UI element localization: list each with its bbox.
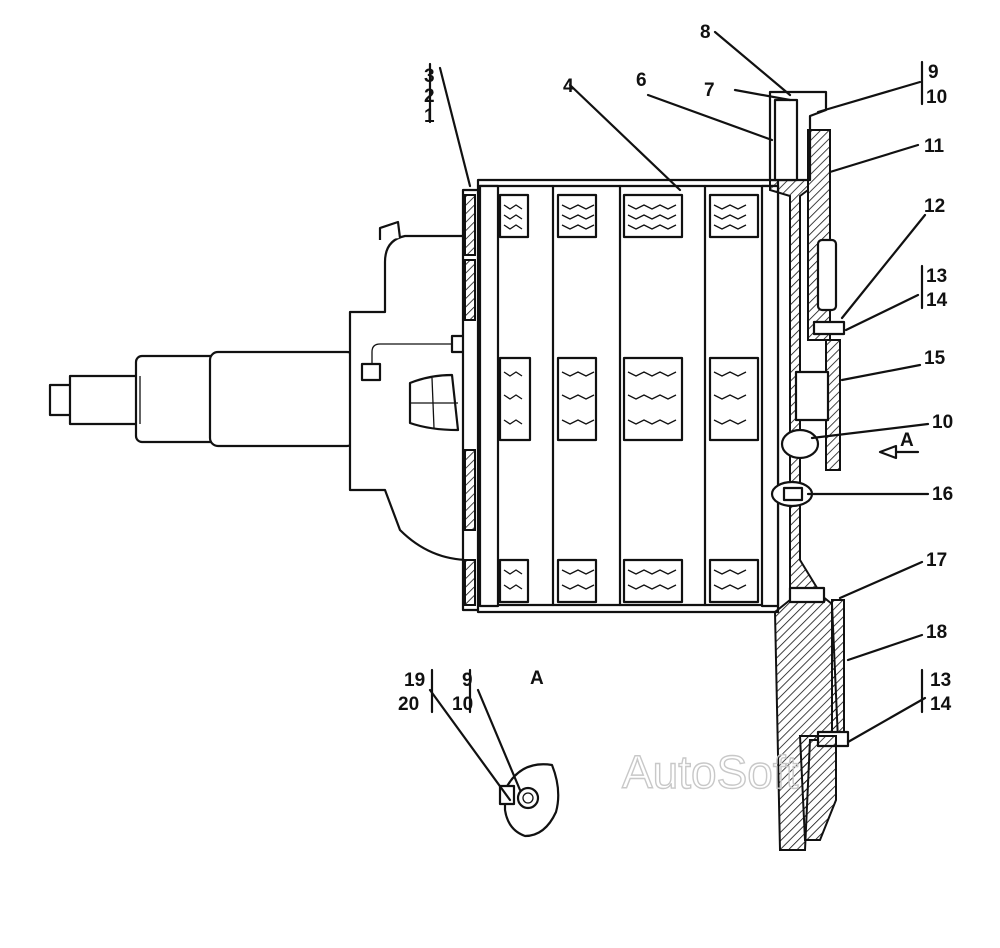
label-18: 18 <box>926 622 947 643</box>
label-13-lower: 13 <box>930 670 951 691</box>
windings <box>498 193 760 604</box>
housing <box>348 220 474 562</box>
watermark-text: AutoSoft <box>622 746 799 798</box>
label-15: 15 <box>924 348 946 369</box>
detail-view-title: A <box>530 668 544 689</box>
label-3: 3 <box>424 66 435 87</box>
label-14-upper: 14 <box>926 290 948 311</box>
leader-lines <box>428 30 930 802</box>
shaft <box>48 350 357 448</box>
label-6: 6 <box>636 70 647 91</box>
label-14-lower: 14 <box>930 694 952 715</box>
label-19: 19 <box>404 670 425 691</box>
label-10-mid: 10 <box>932 412 953 433</box>
label-4: 4 <box>563 76 574 97</box>
label-20: 20 <box>398 694 419 715</box>
label-1: 1 <box>424 106 435 127</box>
callout-labels: 3 2 1 4 6 7 8 9 10 11 12 13 14 15 10 A 1… <box>398 22 953 715</box>
label-9-top: 9 <box>928 62 939 83</box>
label-13-upper: 13 <box>926 266 947 287</box>
rear-cover <box>768 90 850 851</box>
label-10-top: 10 <box>926 87 947 108</box>
label-2: 2 <box>424 86 435 107</box>
label-10-detail: 10 <box>452 694 473 715</box>
label-7: 7 <box>704 80 715 101</box>
label-16: 16 <box>932 484 953 505</box>
label-9-detail: 9 <box>462 670 473 691</box>
label-17: 17 <box>926 550 947 571</box>
view-arrow-label: A <box>900 430 914 451</box>
label-11: 11 <box>924 136 945 157</box>
label-8: 8 <box>700 22 711 43</box>
detail-view-a <box>498 763 560 838</box>
label-12: 12 <box>924 196 945 217</box>
